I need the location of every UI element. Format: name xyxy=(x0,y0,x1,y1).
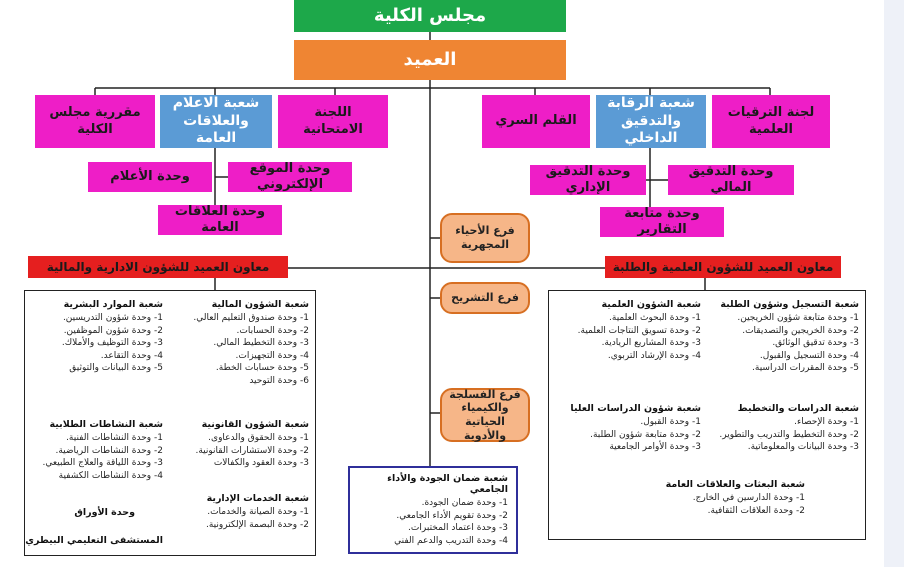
dean-box: العميد xyxy=(294,40,566,80)
registration-section: شعبة التسجيل وشؤون الطلبة 1- وحدة متابعة… xyxy=(709,299,859,376)
scientific-item: 4- وحدة الإرشاد التربوي. xyxy=(607,350,701,361)
graduate-section: شعبة شؤون الدراسات العليا 1- وحدة القبول… xyxy=(555,403,701,455)
archives-unit: وحدة الأوراق xyxy=(74,507,135,518)
legal-item: 1- وحدة الحقوق والدعاوى. xyxy=(208,433,309,443)
graduate-item: 2- وحدة متابعة شؤون الطلبة. xyxy=(590,429,701,440)
hr-title: شعبة الموارد البشرية xyxy=(63,299,163,310)
activities-item: 4- وحدة النشاطات الكشفية xyxy=(58,470,163,481)
activities-section: شعبة النشاطات الطلابية 1- وحدة النشاطات … xyxy=(29,419,163,483)
scientific-student-panel: شعبة التسجيل وشؤون الطلبة 1- وحدة متابعة… xyxy=(548,290,866,540)
missions-section: شعبة البعثات والعلاقات العامة 1- وحدة ال… xyxy=(615,479,805,518)
audit-division-box: شعبة الرقابة والتدقيق الداخلي xyxy=(596,95,706,148)
finance-title: شعبة الشؤون المالية xyxy=(211,299,309,310)
legal-item: 3- وحدة العقود والكفالات xyxy=(213,458,309,468)
public-relations-unit-box: وحدة العلاقات العامة xyxy=(158,204,282,235)
scrollbar-track[interactable] xyxy=(884,0,904,567)
registration-item: 4- وحدة التسجيل والقبول. xyxy=(759,350,859,361)
finance-section: شعبة الشؤون المالية 1- وحدة صندوق التعلي… xyxy=(169,299,309,388)
registration-item: 1- وحدة متابعة شؤون الخريجين. xyxy=(737,313,859,323)
scientific-item: 3- وحدة المشاريع الريادية. xyxy=(601,338,701,348)
veterinary-hospital: المستشفى التعليمي البيطري xyxy=(25,535,163,546)
services-item: 2- وحدة البصمة الإلكترونية. xyxy=(206,519,309,530)
scientific-item: 2- وحدة تسويق النتاجات العلمية. xyxy=(577,325,701,336)
legal-item: 2- وحدة الاستشارات القانونية. xyxy=(195,445,310,456)
graduate-title: شعبة شؤون الدراسات العليا xyxy=(570,403,701,414)
hr-item: 2- وحدة شؤون الموظفين. xyxy=(63,325,163,336)
physiology-branch-box: فرع الفسلجة والكيمياء الحياتية والأدوية xyxy=(440,388,530,442)
quality-panel: شعبة ضمان الجودة والأداء الجامعي 1- وحدة… xyxy=(348,466,518,554)
quality-item: 1- وحدة ضمان الجودة. xyxy=(421,498,508,508)
services-section: شعبة الخدمات الإدارية 1- وحدة الصيانة وا… xyxy=(169,493,309,532)
activities-item: 3- وحدة اللياقة والعلاج الطبيعي. xyxy=(42,458,163,468)
quality-item: 4- وحدة التدريب والدعم الفني xyxy=(394,535,508,546)
faculty-council-box: مجلس الكلية xyxy=(294,0,566,32)
promotions-committee-box: لجنة الترقيات العلمية xyxy=(712,95,830,148)
deputy-scientific-box: معاون العميد للشؤون العلمية والطلبة xyxy=(605,256,841,278)
deputy-admin-box: معاون العميد للشؤون الادارية والمالية xyxy=(28,256,288,278)
quality-title: شعبة ضمان الجودة والأداء الجامعي xyxy=(387,473,508,495)
hr-section: شعبة الموارد البشرية 1- وحدة شؤون التدري… xyxy=(29,299,163,376)
registration-title: شعبة التسجيل وشؤون الطلبة xyxy=(720,299,859,310)
council-rapporteur-box: مقررية مجلس الكلية xyxy=(35,95,155,148)
admin-financial-panel: شعبة الشؤون المالية 1- وحدة صندوق التعلي… xyxy=(24,290,316,556)
scientific-item: 1- وحدة البحوث العلمية. xyxy=(609,313,701,323)
registration-item: 2- وحدة الخريجين والتصديقات. xyxy=(742,325,859,336)
hr-item: 3- وحدة التوظيف والأملاك. xyxy=(61,338,163,348)
website-unit-box: وحدة الموقع الإلكتروني xyxy=(228,161,352,192)
activities-title: شعبة النشاطات الطلابية xyxy=(49,419,163,430)
finance-item: 1- وحدة صندوق التعليم العالي. xyxy=(193,313,309,323)
finance-item: 5- وحدة حسابات الخطة. xyxy=(215,363,309,373)
reports-followup-unit-box: وحدة متابعة التقارير xyxy=(600,206,724,237)
missions-title: شعبة البعثات والعلاقات العامة xyxy=(665,479,805,490)
secret-office-box: القلم السري xyxy=(482,95,590,148)
missions-item: 2- وحدة العلاقات الثقافية. xyxy=(707,505,805,516)
hr-item: 4- وحدة التقاعد. xyxy=(100,350,163,361)
studies-title: شعبة الدراسات والتخطيط xyxy=(737,403,859,414)
studies-item: 1- وحدة الإحصاء. xyxy=(794,417,859,427)
activities-item: 1- وحدة النشاطات الفنية. xyxy=(66,433,163,443)
legal-title: شعبة الشؤون القانونية xyxy=(201,419,309,430)
quality-item: 2- وحدة تقويم الأداء الجامعي. xyxy=(396,510,508,521)
media-division-box: شعبة الاعلام والعلاقات العامة xyxy=(160,95,272,148)
studies-item: 3- وحدة البيانات والمعلوماتية. xyxy=(747,442,859,452)
activities-item: 2- وحدة النشاطات الرياضية. xyxy=(55,445,163,456)
finance-item: 4- وحدة التجهيزات. xyxy=(235,350,310,361)
studies-item: 2- وحدة التخطيط والتدريب والتطوير. xyxy=(719,429,859,440)
anatomy-branch-box: فرع التشريح xyxy=(440,282,530,314)
exam-committee-box: اللجنة الامتحانية xyxy=(278,95,388,148)
finance-item: 3- وحدة التخطيط المالي. xyxy=(213,338,309,348)
finance-item: 6- وحدة التوحيد xyxy=(249,375,309,386)
legal-section: شعبة الشؤون القانونية 1- وحدة الحقوق وال… xyxy=(169,419,310,471)
studies-section: شعبة الدراسات والتخطيط 1- وحدة الإحصاء. … xyxy=(709,403,859,455)
registration-item: 3- وحدة تدقيق الوثائق. xyxy=(772,338,859,348)
graduate-item: 1- وحدة القبول. xyxy=(640,417,701,427)
admin-audit-unit-box: وحدة التدقيق الإداري xyxy=(530,164,646,195)
finance-item: 2- وحدة الحسابات. xyxy=(236,325,309,336)
scientific-title: شعبة الشؤون العلمية xyxy=(601,299,702,310)
media-unit-box: وحدة الأعلام xyxy=(88,162,212,192)
financial-audit-unit-box: وحدة التدقيق المالي xyxy=(668,164,794,195)
scientific-section: شعبة الشؤون العلمية 1- وحدة البحوث العلم… xyxy=(555,299,701,363)
graduate-item: 3- وحدة الأوامر الجامعية xyxy=(609,442,701,452)
missions-item: 1- وحدة الدارسين في الخارج. xyxy=(692,493,805,503)
quality-item: 3- وحدة اعتماد المختبرات. xyxy=(408,523,508,533)
hr-item: 1- وحدة شؤون التدريسين. xyxy=(62,313,163,323)
services-title: شعبة الخدمات الإدارية xyxy=(206,493,309,504)
microbiology-branch-box: فرع الأحياء المجهرية xyxy=(440,213,530,263)
quality-section: شعبة ضمان الجودة والأداء الجامعي 1- وحدة… xyxy=(352,473,508,548)
services-item: 1- وحدة الصيانة والخدمات. xyxy=(207,507,309,517)
registration-item: 5- وحدة المقررات الدراسية. xyxy=(752,363,859,373)
hr-item: 5- وحدة البيانات والتوثيق xyxy=(69,363,163,373)
